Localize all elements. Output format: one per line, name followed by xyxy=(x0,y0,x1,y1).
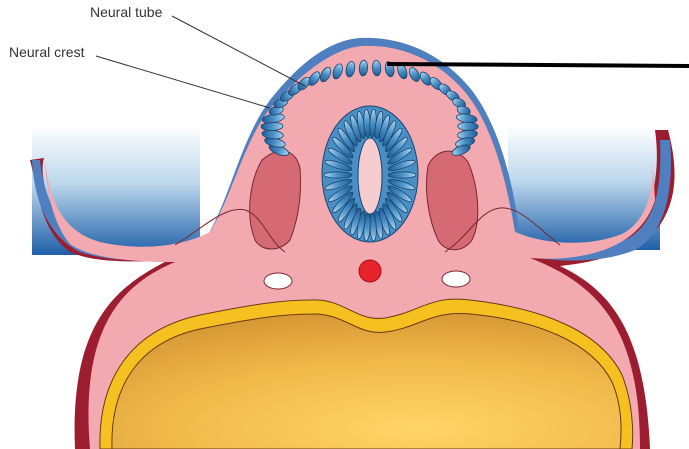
neural-tube-cell xyxy=(324,172,352,178)
neural-crest-cell xyxy=(261,122,283,131)
neural-tube-lumen xyxy=(358,138,382,214)
neural-crest-label: Neural crest xyxy=(9,44,85,60)
yolk-sac-icon xyxy=(112,313,621,449)
notochord-icon xyxy=(359,260,381,282)
pointer-line xyxy=(387,64,689,66)
dorsal-aorta-left xyxy=(264,273,292,289)
neural-tube-cell xyxy=(388,172,416,178)
neural-crest-cell xyxy=(458,122,479,131)
neural-tube-label: Neural tube xyxy=(90,4,163,20)
neural-tube-leader-line xyxy=(172,16,305,86)
neural-crest-leader-line xyxy=(96,56,270,108)
dorsal-aorta-right xyxy=(442,271,470,287)
